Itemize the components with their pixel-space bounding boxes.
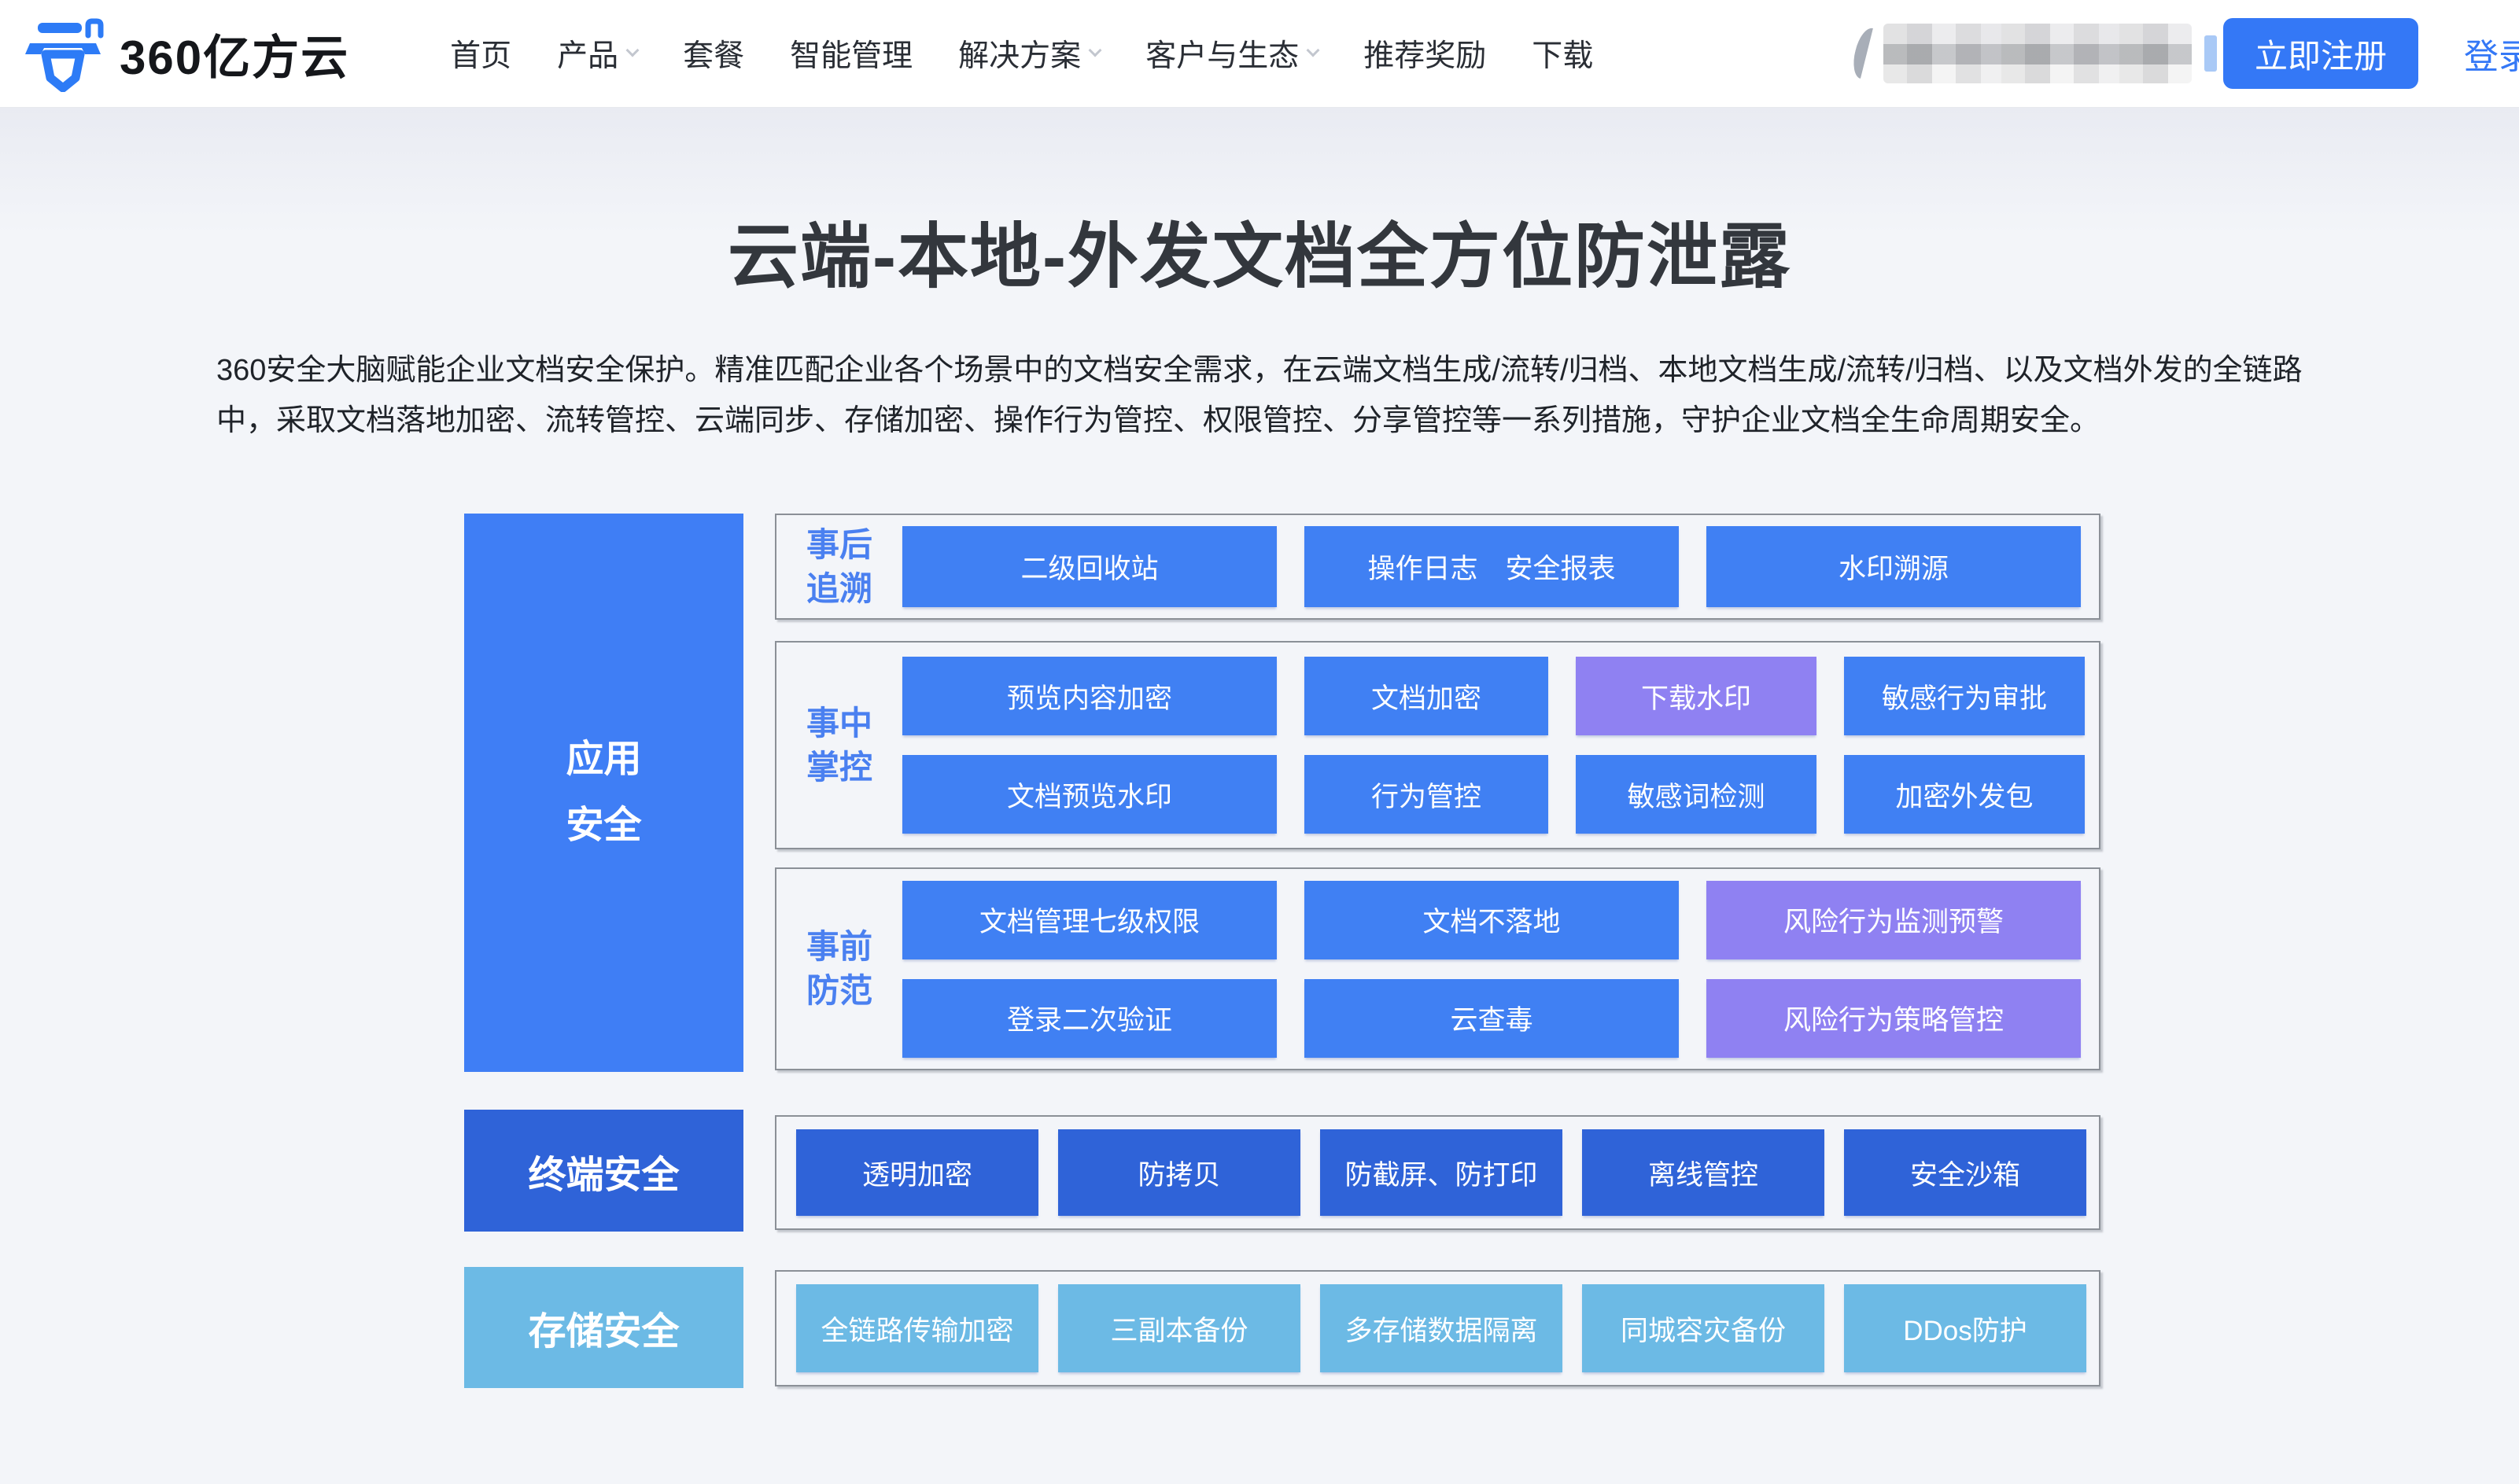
panel-after-event-trace: 事后 追溯 二级回收站 操作日志 安全报表 水印溯源 xyxy=(775,514,2100,620)
feature-chip: 操作日志 安全报表 xyxy=(1304,526,1679,607)
feature-chip: 防截屏、防打印 xyxy=(1320,1129,1562,1216)
phone-number-redacted xyxy=(1883,24,2192,83)
logo-text: 360亿方云 xyxy=(120,31,350,84)
panel-label: 事前 防范 xyxy=(806,928,872,1009)
nav-item-products[interactable]: 产品 xyxy=(557,31,640,75)
nav-right-cluster: 立即注册 登录 xyxy=(1849,18,2519,89)
blur-artifact xyxy=(2204,35,2217,72)
feature-chip: 水印溯源 xyxy=(1706,526,2081,607)
panel-terminal-security: 透明加密 防拷贝 防截屏、防打印 离线管控 安全沙箱 xyxy=(775,1115,2100,1230)
nav-item-referral-rewards[interactable]: 推荐奖励 xyxy=(1363,39,1487,73)
diagram-left-column: 应用 安全 终端安全 存储安全 xyxy=(464,514,743,1388)
diagram-right-column: 事后 追溯 二级回收站 操作日志 安全报表 水印溯源 事中 掌控 预览内容加密 … xyxy=(775,514,2100,1388)
nav-menu: 首页 产品 套餐 智能管理 解决方案 客户与生态 推荐奖励 下载 xyxy=(450,31,1593,75)
chevron-down-icon xyxy=(1306,43,1320,57)
panel-before-event-prevention: 事前 防范 文档管理七级权限 文档不落地 风险行为监测预警 登录二次验证 云查毒… xyxy=(775,867,2100,1070)
navbar: 360亿方云 首页 产品 套餐 智能管理 解决方案 客户与生态 推荐奖励 下载 … xyxy=(0,0,2519,108)
feature-chip: 登录二次验证 xyxy=(902,978,1277,1058)
category-application-security: 应用 安全 xyxy=(464,514,743,1072)
security-architecture-diagram: 应用 安全 终端安全 存储安全 事后 追溯 二级回收站 操作日志 安全报表 水印… xyxy=(464,514,2100,1388)
feature-chip: 风险行为策略管控 xyxy=(1706,978,2081,1058)
nav-item-solutions[interactable]: 解决方案 xyxy=(958,31,1102,75)
login-link[interactable]: 登录 xyxy=(2464,38,2519,76)
feature-chip: 多存储数据隔离 xyxy=(1320,1284,1562,1372)
nav-item-home[interactable]: 首页 xyxy=(450,39,512,73)
category-storage-security: 存储安全 xyxy=(464,1267,743,1388)
feature-chip: 云查毒 xyxy=(1304,978,1679,1058)
feature-chip: 行为管控 xyxy=(1304,755,1548,834)
feature-chip: 离线管控 xyxy=(1582,1129,1824,1216)
feature-chip: 文档预览水印 xyxy=(902,755,1277,834)
chevron-down-icon xyxy=(625,43,640,57)
nav-item-smart-management[interactable]: 智能管理 xyxy=(790,39,913,73)
logo-icon xyxy=(22,15,104,92)
feature-chip: DDos防护 xyxy=(1844,1284,2086,1372)
feature-chip: 预览内容加密 xyxy=(902,657,1277,735)
feature-chip: 二级回收站 xyxy=(902,526,1277,607)
feature-chip: 文档不落地 xyxy=(1304,880,1679,959)
panel-label: 事后 追溯 xyxy=(806,525,872,607)
category-terminal-security: 终端安全 xyxy=(464,1110,743,1232)
feature-chip: 透明加密 xyxy=(796,1129,1038,1216)
feature-chip: 全链路传输加密 xyxy=(796,1284,1038,1372)
feature-chip: 文档管理七级权限 xyxy=(902,880,1277,959)
feature-chip: 安全沙箱 xyxy=(1844,1129,2086,1216)
panel-storage-security: 全链路传输加密 三副本备份 多存储数据隔离 同城容灾备份 DDos防护 xyxy=(775,1270,2100,1386)
feature-chip: 风险行为监测预警 xyxy=(1706,880,2081,959)
panel-in-event-control: 事中 掌控 预览内容加密 文档加密 下载水印 敏感行为审批 文档预览水印 行为管… xyxy=(775,641,2100,849)
hero-section: 云端-本地-外发文档全方位防泄露 360安全大脑赋能企业文档安全保护。精准匹配企… xyxy=(0,108,2519,446)
feature-chip: 敏感行为审批 xyxy=(1844,657,2085,735)
chevron-down-icon xyxy=(1088,43,1102,57)
feature-chip: 文档加密 xyxy=(1304,657,1548,735)
phone-icon xyxy=(1849,25,1885,82)
panel-label: 事中 掌控 xyxy=(806,704,872,786)
feature-chip: 同城容灾备份 xyxy=(1582,1284,1824,1372)
register-button[interactable]: 立即注册 xyxy=(2223,18,2418,89)
feature-chip: 下载水印 xyxy=(1576,657,1816,735)
logo[interactable]: 360亿方云 xyxy=(22,15,349,92)
feature-chip: 防拷贝 xyxy=(1058,1129,1300,1216)
nav-item-customers-ecosystem[interactable]: 客户与生态 xyxy=(1145,31,1320,75)
feature-chip: 三副本备份 xyxy=(1058,1284,1300,1372)
feature-chip: 加密外发包 xyxy=(1844,755,2085,834)
page-title: 云端-本地-外发文档全方位防泄露 xyxy=(728,218,1791,296)
nav-item-plans[interactable]: 套餐 xyxy=(683,39,745,73)
nav-item-download[interactable]: 下载 xyxy=(1532,39,1594,73)
hero-description: 360安全大脑赋能企业文档安全保护。精准匹配企业各个场景中的文档安全需求，在云端… xyxy=(216,354,2303,437)
feature-chip: 敏感词检测 xyxy=(1576,755,1816,834)
